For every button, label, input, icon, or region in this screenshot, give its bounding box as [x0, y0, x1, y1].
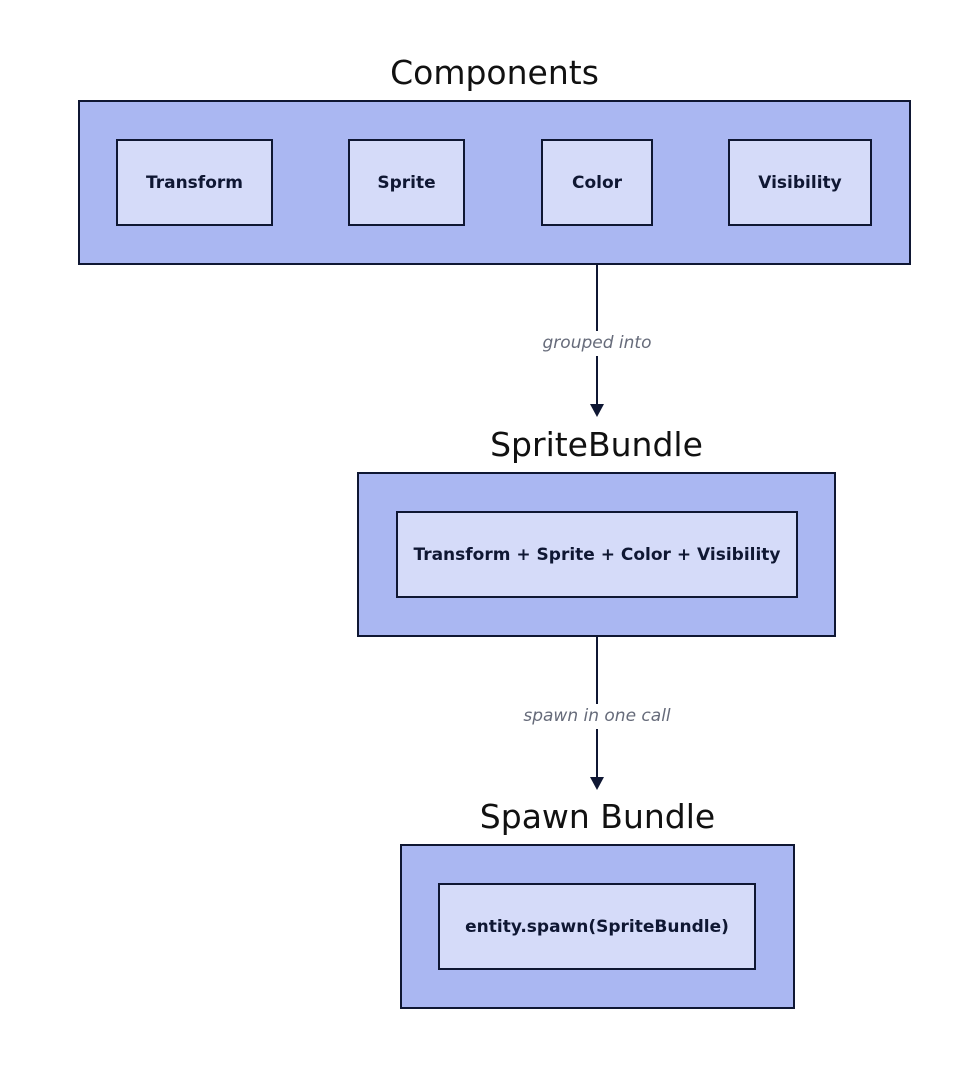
sprite-bundle-group-title: SpriteBundle — [490, 425, 703, 464]
edge-spawn-in-one-call-arrowhead — [590, 777, 604, 790]
edge-label-spawn-in-one-call: spawn in one call — [477, 704, 717, 729]
edge-grouped-into-arrowhead — [590, 404, 604, 417]
spawn-call-node: entity.spawn(SpriteBundle) — [438, 883, 756, 970]
color-node: Color — [541, 139, 653, 226]
visibility-node: Visibility — [728, 139, 872, 226]
sprite-bundle-contents-node: Transform + Sprite + Color + Visibility — [396, 511, 798, 598]
transform-node: Transform — [116, 139, 273, 226]
spawn-bundle-group-title: Spawn Bundle — [479, 797, 716, 836]
sprite-node: Sprite — [348, 139, 465, 226]
components-group-title: Components — [390, 53, 599, 92]
edge-label-grouped-into: grouped into — [497, 331, 697, 356]
